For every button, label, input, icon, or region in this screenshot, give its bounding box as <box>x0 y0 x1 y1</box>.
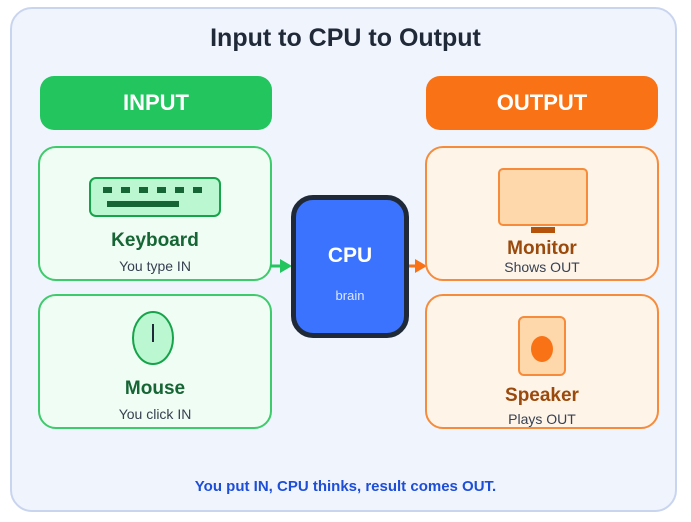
keyboard-card: Keyboard You type IN <box>38 146 272 281</box>
keyboard-label: Keyboard <box>111 230 199 251</box>
diagram-title: Input to CPU to Output <box>210 24 481 52</box>
speaker-label: Speaker <box>505 385 579 406</box>
cpu-caption: brain <box>335 288 365 303</box>
keyboard-icon <box>89 177 221 217</box>
cpu-box: CPU brain <box>291 195 409 338</box>
speaker-icon <box>518 316 566 376</box>
monitor-label: Monitor <box>507 238 577 259</box>
mouse-label: Mouse <box>124 378 186 399</box>
speaker-card: Speaker Plays OUT <box>425 294 659 429</box>
cpu-label: CPU <box>327 244 373 267</box>
output-header: OUTPUT <box>426 76 658 130</box>
monitor-card: Monitor Shows OUT <box>425 146 659 281</box>
mouse-icon <box>132 311 174 365</box>
input-header: INPUT <box>40 76 272 130</box>
keyboard-caption: You type IN <box>119 258 191 274</box>
footer-caption: You put IN, CPU thinks, result comes OUT… <box>194 478 497 495</box>
input-to-cpu-arrow <box>270 259 292 273</box>
mouse-card: Mouse You click IN <box>38 294 272 429</box>
speaker-caption: Plays OUT <box>508 411 576 427</box>
monitor-icon <box>498 168 588 233</box>
monitor-caption: Shows OUT <box>504 259 580 275</box>
mouse-caption: You click IN <box>118 406 192 422</box>
